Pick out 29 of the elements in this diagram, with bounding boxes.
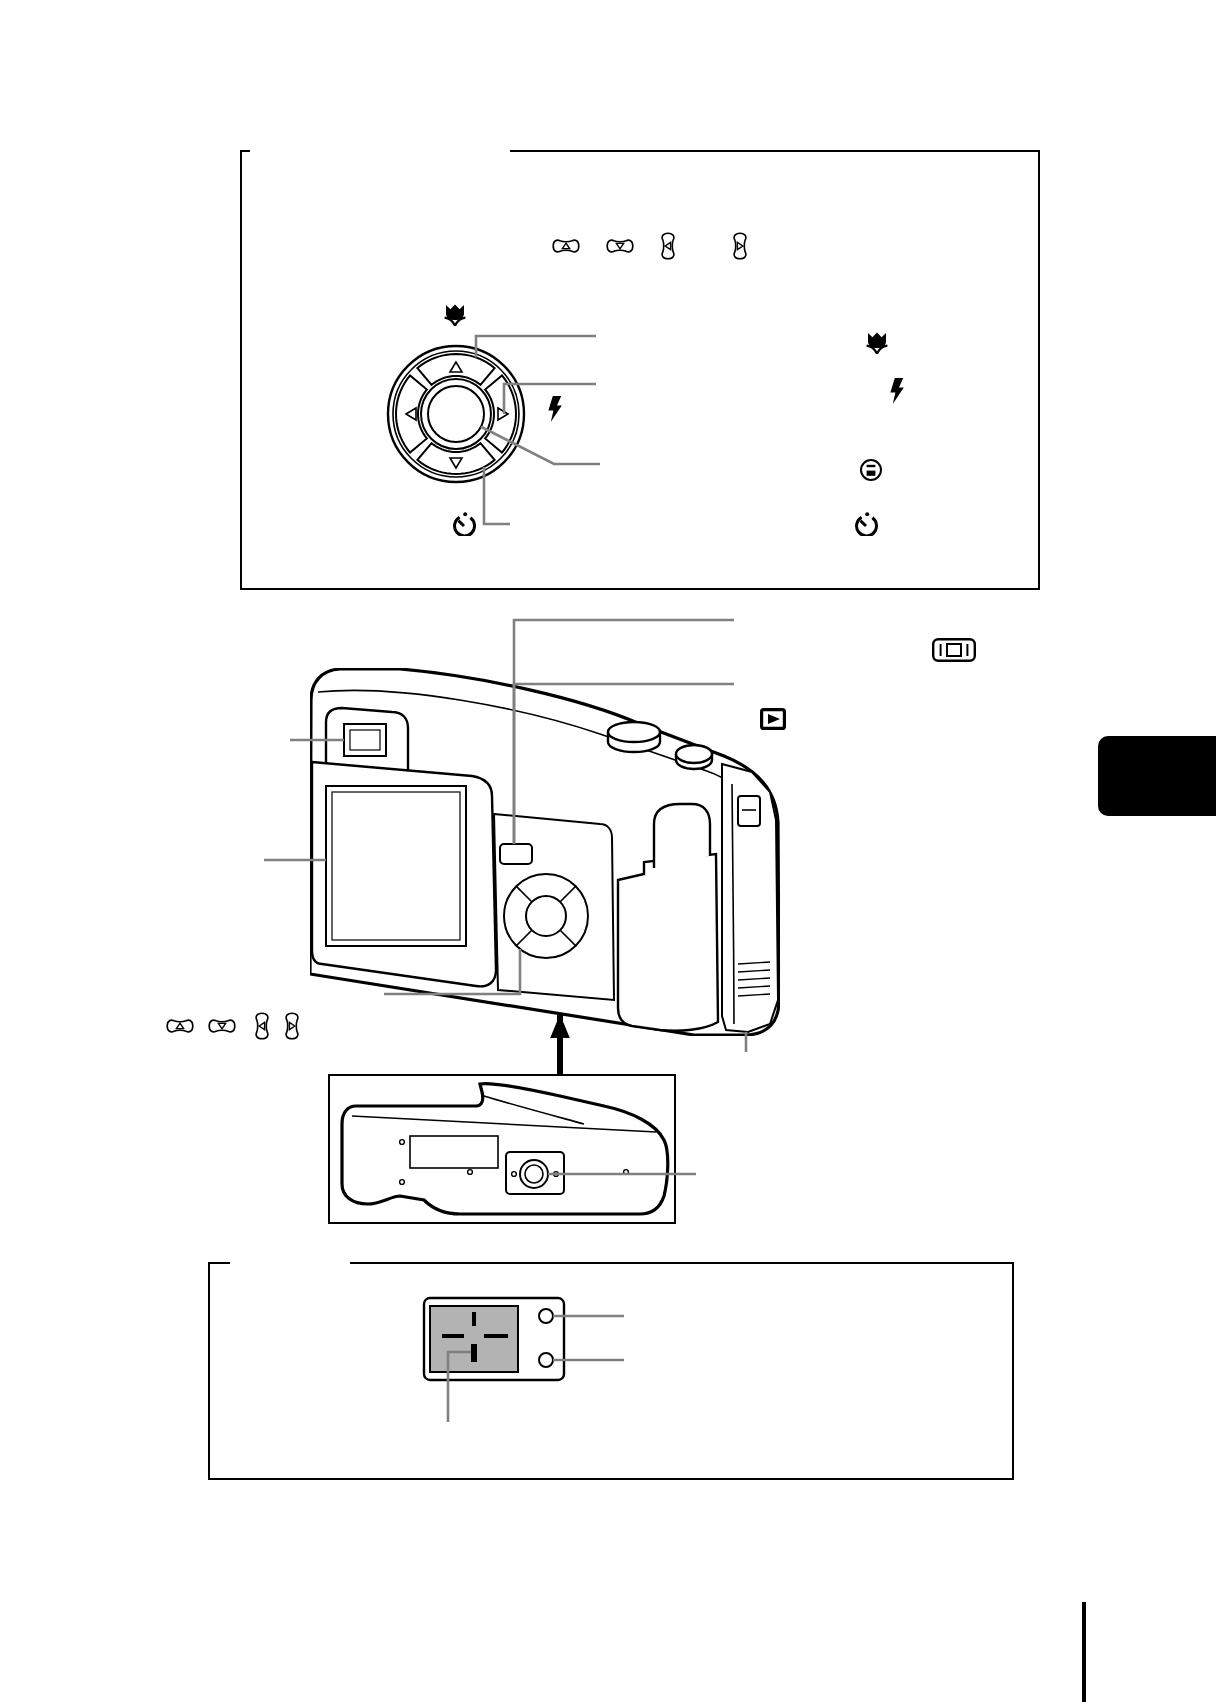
lamp-panel-drawing [422, 1296, 566, 1382]
right-button [483, 374, 517, 454]
viewfinder [343, 723, 387, 757]
panel-frame [240, 150, 1040, 590]
arrow-pad [503, 873, 589, 959]
tripod-socket [519, 1159, 549, 1189]
lamp [538, 1308, 554, 1324]
leader-line [482, 467, 510, 526]
leader-line [548, 1172, 696, 1176]
arrow [550, 1014, 570, 1074]
leader-line [474, 334, 596, 358]
leader-line [553, 1358, 624, 1362]
leader-line [446, 1350, 471, 1422]
arrow-pad-drawing [386, 344, 526, 484]
af-target-mark [471, 1344, 477, 1362]
leader-line [512, 682, 734, 844]
ok-button [427, 385, 485, 443]
monitor-button [499, 843, 533, 865]
leader-line [480, 425, 600, 466]
panel-frame [208, 1262, 1014, 1480]
leader-line [290, 738, 344, 742]
leader-line [553, 1314, 624, 1318]
leader-line [502, 382, 596, 414]
leader-line [264, 858, 326, 862]
leader-line [744, 1031, 748, 1052]
up-button [416, 353, 496, 387]
lamp [538, 1352, 554, 1368]
down-button [416, 441, 496, 475]
leader-line [384, 948, 522, 996]
